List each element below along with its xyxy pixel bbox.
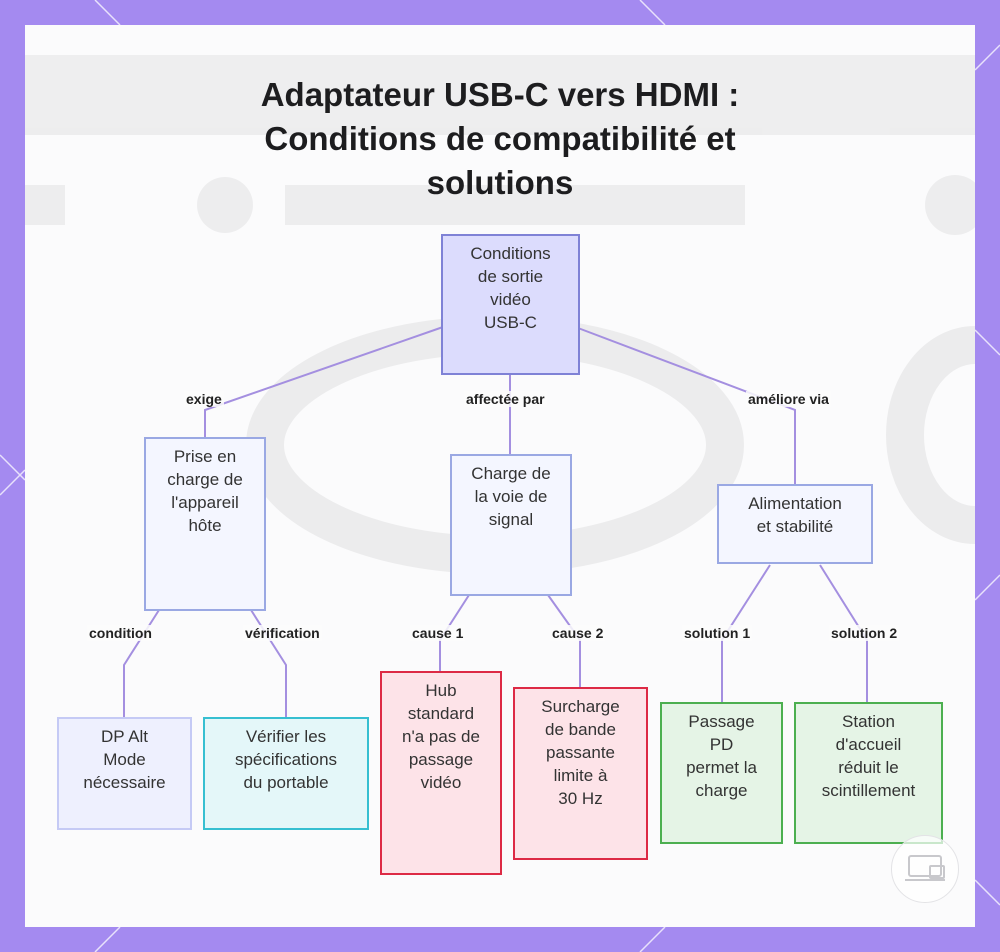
edge-label-ameliore-via: améliore via [746,391,831,407]
diagram-card: Adaptateur USB-C vers HDMI : Conditions … [25,25,975,927]
node-bandwidth-overload[interactable]: Surcharge de bande passante limite à 30 … [513,687,648,860]
edge-label-cause-2: cause 2 [550,625,605,641]
node-check-specs[interactable]: Vérifier les spécifications du portable [203,717,369,830]
edge-label-solution-2: solution 2 [829,625,899,641]
node-pd-passthrough[interactable]: Passage PD permet la charge [660,702,783,844]
edge-label-solution-1: solution 1 [682,625,752,641]
node-hub-standard[interactable]: Hub standard n'a pas de passage vidéo [380,671,502,875]
edge-label-exige: exige [184,391,224,407]
edge-label-verification: vérification [243,625,322,641]
node-signal-load[interactable]: Charge de la voie de signal [450,454,572,596]
edge-label-condition: condition [87,625,154,641]
laptop-monitor-icon [891,835,959,903]
edge-root-host [205,327,443,438]
node-power-stability[interactable]: Alimentation et stabilité [717,484,873,564]
edge-label-cause-1: cause 1 [410,625,465,641]
node-host-support[interactable]: Prise en charge de l'appareil hôte [144,437,266,611]
node-dp-alt-mode[interactable]: DP Alt Mode nécessaire [57,717,192,830]
edge-signal-bandwidth [548,595,580,688]
node-docking-station[interactable]: Station d'accueil réduit le scintillemen… [794,702,943,844]
edge-label-affectee-par: affectée par [464,391,547,407]
node-root[interactable]: Conditions de sortie vidéo USB-C [441,234,580,375]
